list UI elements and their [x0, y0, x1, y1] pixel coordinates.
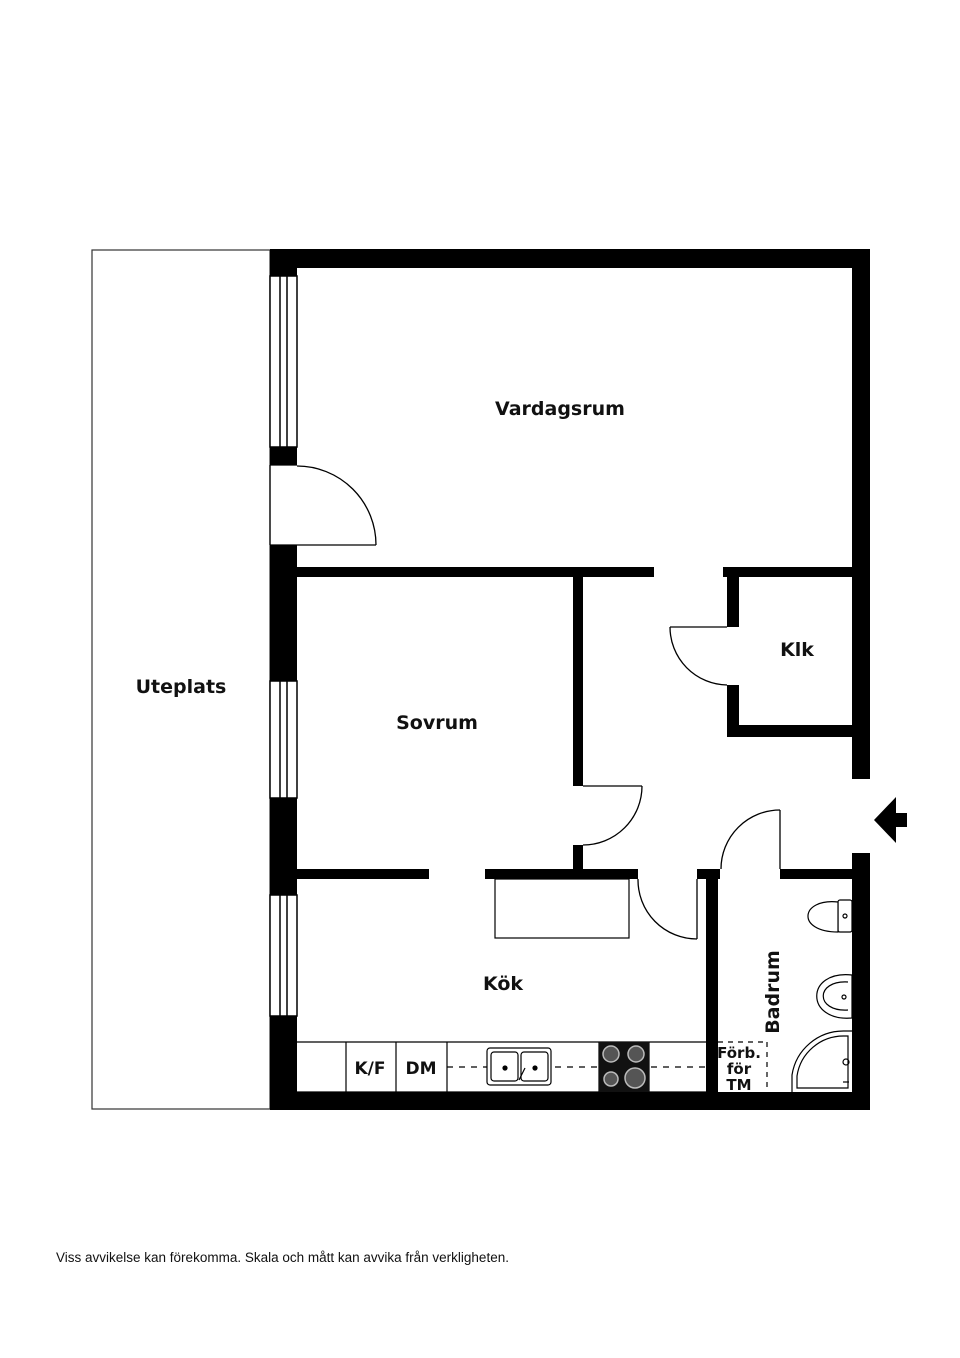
- label-forb-1: Förb.: [717, 1044, 761, 1062]
- label-forb-2: för: [727, 1060, 752, 1078]
- kitchen-island: [494, 878, 630, 939]
- label-kf: K/F: [355, 1059, 386, 1079]
- label-klk: Klk: [780, 639, 814, 661]
- label-forb-3: TM: [726, 1076, 751, 1094]
- doors: [269, 464, 781, 940]
- washing-machine-area: [718, 1041, 768, 1092]
- label-dm: DM: [405, 1059, 436, 1079]
- stove-icon: [599, 1042, 649, 1092]
- label-sovrum: Sovrum: [396, 712, 478, 734]
- toilet-icon: [807, 899, 853, 933]
- entrance-arrow-icon: [874, 797, 907, 843]
- sink-icon: [486, 1047, 552, 1086]
- label-uteplats: Uteplats: [136, 676, 227, 698]
- shower-icon: [791, 1030, 852, 1092]
- label-badrum: Badrum: [762, 950, 784, 1034]
- interior-walls: [297, 567, 852, 1096]
- windows: [269, 275, 298, 1017]
- label-kok: Kök: [483, 973, 523, 995]
- disclaimer-text: Viss avvikelse kan förekomma. Skala och …: [56, 1250, 509, 1265]
- washbasin-icon: [816, 974, 853, 1019]
- label-vardagsrum: Vardagsrum: [495, 398, 625, 420]
- outer-walls: [270, 249, 870, 1110]
